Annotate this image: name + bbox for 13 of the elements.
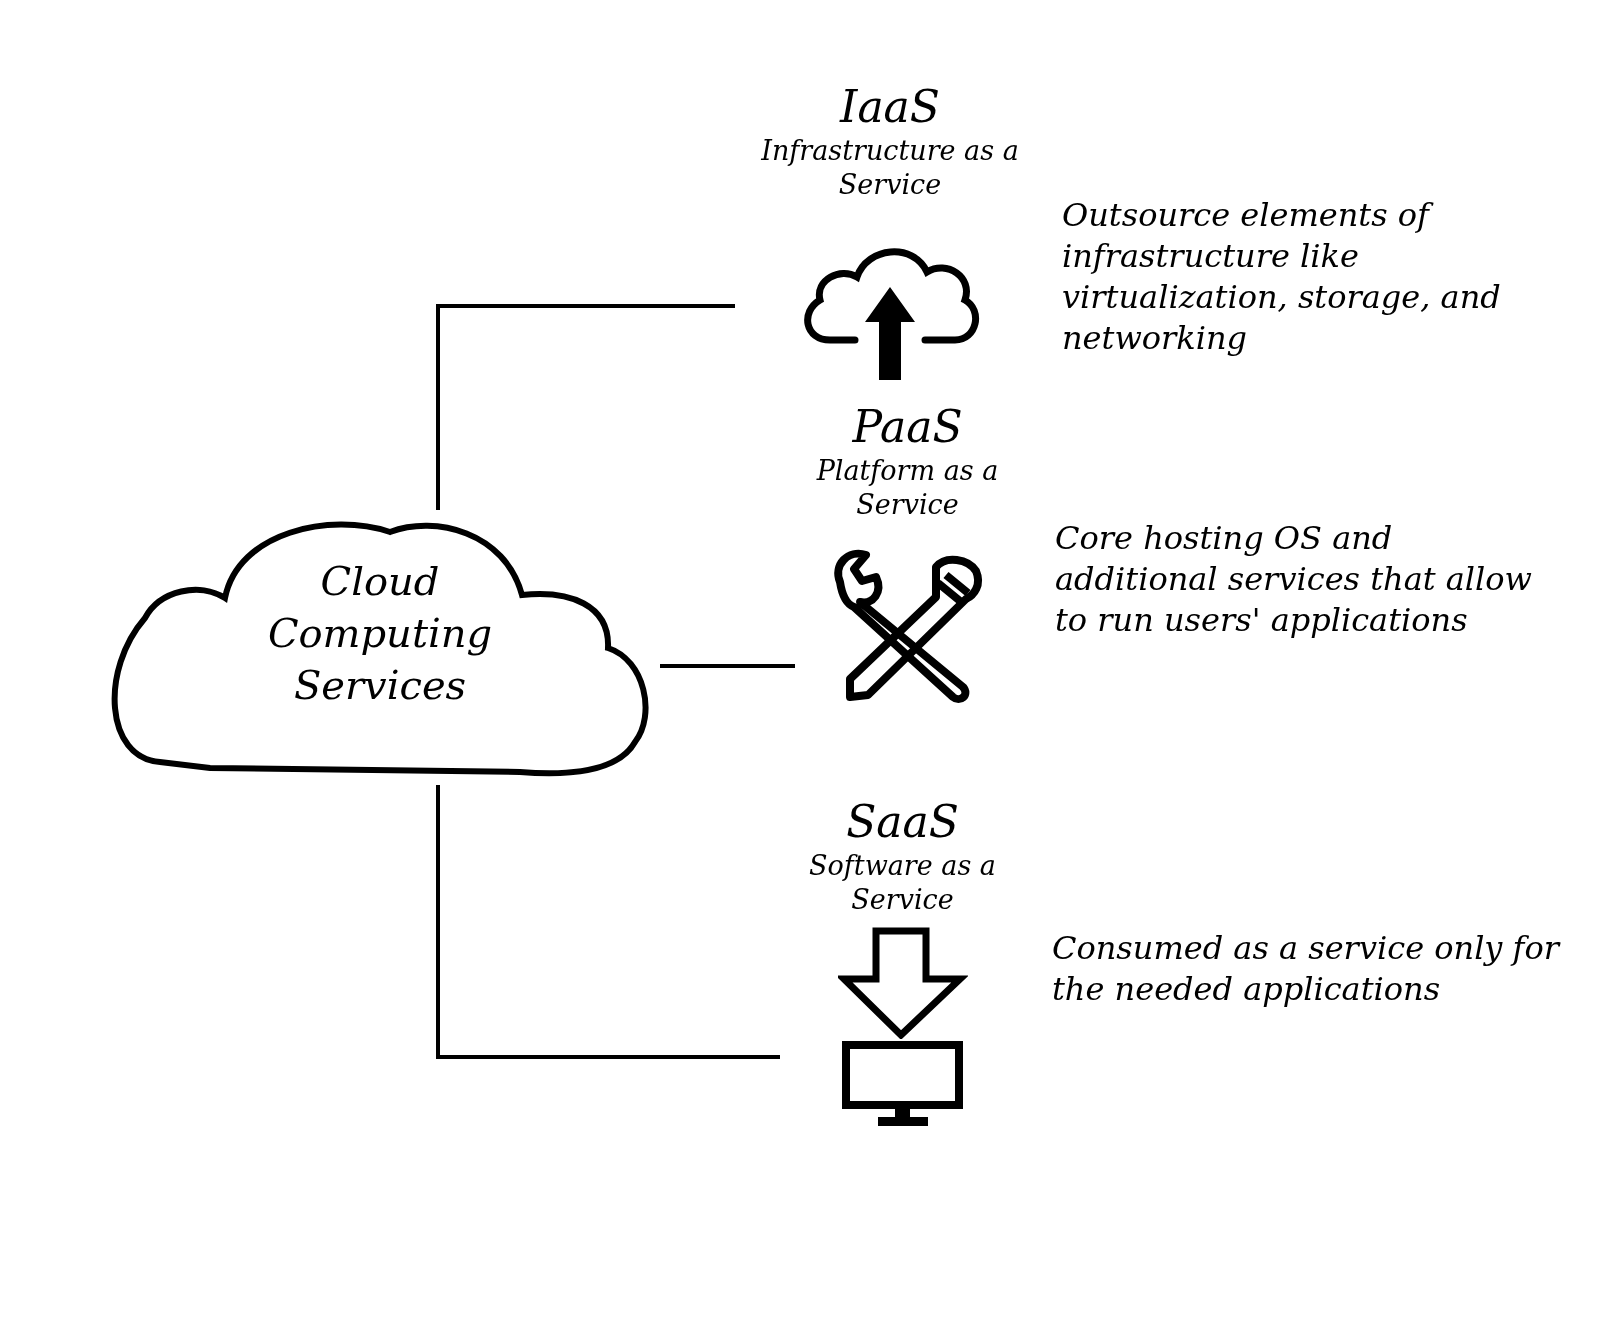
connector-line <box>436 785 780 1059</box>
service-title: PaaS <box>852 400 963 454</box>
service-title: IaaS <box>840 80 940 134</box>
service-description: Consumed as a service only for the needed applications <box>1052 928 1562 1010</box>
cloud-label: Cloud Computing Services <box>266 557 494 710</box>
service-subtitle: Infrastructure as a Service <box>760 134 1020 202</box>
connector-line <box>436 304 735 510</box>
service-description: Outsource elements of infrastructure like virtualization, storage, and networking <box>1062 195 1502 359</box>
service-description: Core hosting OS and additional services that allow to run users' applications <box>1055 518 1533 641</box>
service-title: SaaS <box>846 795 959 849</box>
service-subtitle: Software as a Service <box>808 849 997 917</box>
service-subtitle: Platform as a Service <box>815 454 1000 522</box>
connector-line <box>660 664 795 668</box>
